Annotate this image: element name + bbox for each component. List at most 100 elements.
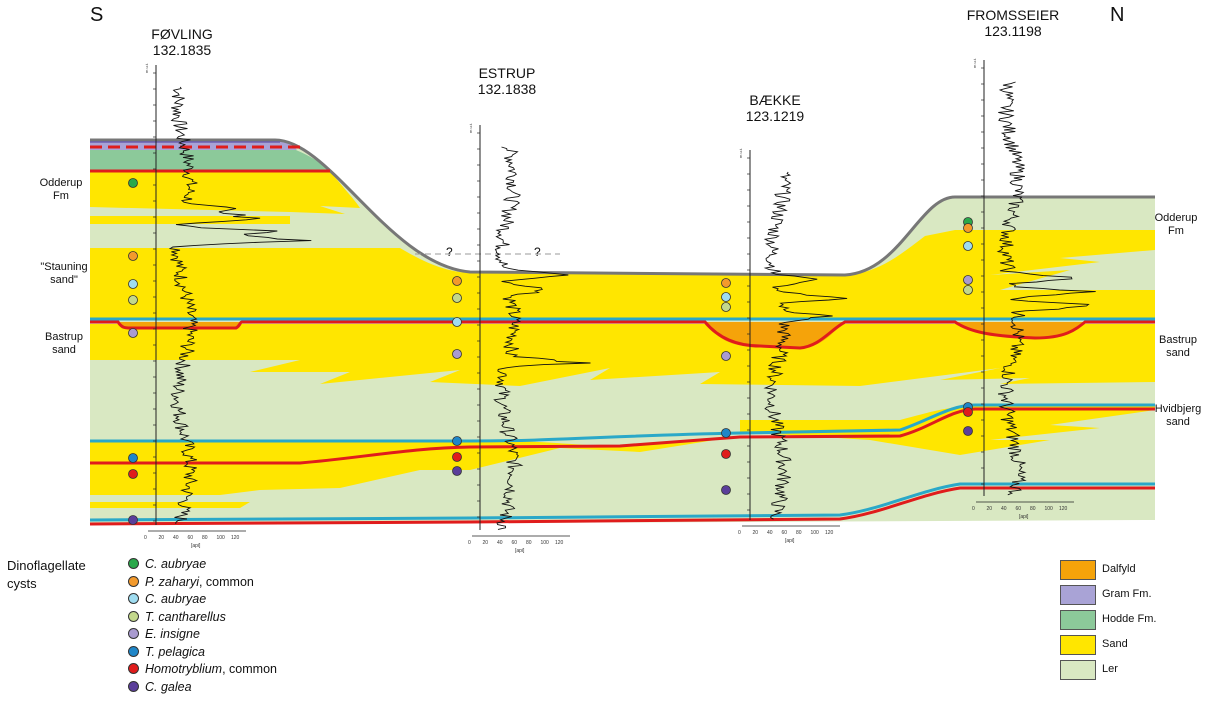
gamma-scale-unit: [api]: [515, 548, 525, 554]
cyst-dot-icon: [128, 680, 139, 692]
lithology-label: Gram Fm.: [1102, 588, 1152, 600]
gamma-scale-tick-label: 40: [767, 530, 773, 536]
gamma-scale-unit: [api]: [785, 538, 795, 544]
well-title-fromsseier: FROMSSEIER 123.1198: [958, 7, 1068, 39]
cyst-marker: [721, 278, 731, 288]
cyst-marker: [452, 349, 462, 359]
lower-sand-wedge: [90, 436, 740, 495]
cyst-label: Homotryblium: [145, 662, 223, 676]
cyst-legend-item: T. pelagica: [128, 644, 205, 661]
label-bastrup-right: Bastrup sand: [1159, 334, 1197, 359]
lithology-label: Ler: [1102, 663, 1118, 675]
cyst-dot-icon: [128, 593, 139, 605]
well-name: BÆKKE: [749, 92, 801, 108]
cyst-legend-item: C. galea: [128, 679, 192, 696]
hvidbjerg-red-line: [90, 407, 1155, 465]
gamma-scale-tick-label: 100: [217, 535, 226, 541]
cyst-marker: [128, 453, 138, 463]
cyst-marker: [128, 469, 138, 479]
hvidbjerg-blue-line: [90, 403, 1155, 443]
cyst-marker: [963, 285, 973, 295]
label-odderup-left: Odderup Fm: [39, 177, 83, 202]
cyst-marker: [452, 276, 462, 286]
gamma-log-curve: [996, 81, 1096, 496]
cyst-label: C. aubryae: [145, 557, 207, 571]
gamma-scale-tick-label: 60: [188, 535, 194, 541]
bastrup-red-line: [90, 320, 1155, 350]
gamma-scale-tick-label: 80: [202, 535, 208, 541]
gamma-scale-tick-label: 100: [811, 530, 820, 536]
label-odderup-right: Odderup Fm: [1154, 212, 1198, 237]
cyst-marker: [721, 428, 731, 438]
well-id: 123.1219: [745, 108, 805, 124]
question-mark-left: ?: [446, 245, 453, 259]
dalfyld-fromsseier: [955, 322, 1085, 338]
gamma-scale-tick-label: 60: [512, 540, 518, 546]
cyst-legend-item: P. zaharyi, common: [128, 574, 254, 591]
cyst-legend-item: C. aubryae: [128, 591, 206, 608]
gamma-scale-tick-label: 80: [1030, 506, 1036, 512]
well-title-estrup: ESTRUP 132.1838: [457, 65, 557, 97]
cyst-marker: [721, 351, 731, 361]
lithology-swatch: [1060, 560, 1096, 580]
direction-north: N: [1110, 4, 1125, 26]
cyst-marker: [452, 436, 462, 446]
label-bastrup-left: Bastrup sand: [45, 331, 83, 356]
cyst-marker: [963, 426, 973, 436]
cyst-legend-item: C. aubryae: [128, 556, 206, 573]
gamma-log-curve: [168, 86, 312, 524]
gamma-scale-tick-label: 60: [1016, 506, 1022, 512]
well-title-fovling: FØVLING 132.1835: [132, 26, 232, 58]
gamma-scale-tick-label: 100: [1045, 506, 1054, 512]
main-sand-body: [90, 230, 1155, 320]
gamma-scale-tick-label: 40: [497, 540, 503, 546]
gamma-scale-tick-label: 120: [231, 535, 240, 541]
sand-band-fovling-a: [90, 216, 290, 224]
cyst-marker: [452, 317, 462, 327]
cyst-label: E. insigne: [145, 627, 200, 641]
dalfyld-baekke: [705, 322, 845, 348]
cyst-marker: [963, 407, 973, 417]
cyst-marker: [452, 452, 462, 462]
cyst-label: T. cantharellus: [145, 609, 226, 624]
gamma-log-curve: [763, 171, 848, 520]
cyst-marker: [721, 292, 731, 302]
gamma-scale-unit: [api]: [1019, 514, 1029, 520]
basal-red-line: [89, 486, 1155, 526]
gamma-scale-tick-label: 120: [555, 540, 564, 546]
cyst-marker: [721, 302, 731, 312]
cyst-marker: [128, 251, 138, 261]
cyst-label: C. aubryae: [145, 592, 207, 606]
depth-unit-label: m u.t.: [468, 123, 473, 133]
cyst-marker: [128, 178, 138, 188]
well-name: ESTRUP: [478, 65, 536, 81]
gamma-scale-unit: [api]: [191, 543, 201, 549]
cyst-markers: [128, 178, 973, 525]
gamma-scale-tick-label: 0: [738, 530, 741, 536]
hvidbjerg-sand: [740, 406, 1155, 455]
label-hvidbjerg: Hvidbjerg sand: [1154, 403, 1202, 428]
label-stauning: "Stauning sand": [40, 261, 88, 286]
lithology-label: Hodde Fm.: [1102, 613, 1157, 625]
direction-south: S: [90, 4, 104, 26]
cyst-dot-icon: [128, 645, 139, 657]
hodde-fill: [90, 150, 330, 170]
well-name: FØVLING: [151, 26, 213, 42]
cyst-label: P. zaharyi: [145, 574, 199, 589]
cyst-marker: [128, 328, 138, 338]
gamma-scale-tick-label: 40: [173, 535, 179, 541]
question-mark-right: ?: [534, 245, 541, 259]
cyst-dot-icon: [128, 663, 139, 675]
lithology-swatch: [1060, 585, 1096, 605]
cyst-marker: [721, 485, 731, 495]
well-id: 123.1198: [984, 23, 1042, 39]
gamma-scale-tick-label: 0: [972, 506, 975, 512]
well-title-baekke: BÆKKE 123.1219: [725, 92, 825, 124]
lithology-swatch: [1060, 610, 1096, 630]
lithology-label: Sand: [1102, 638, 1128, 650]
depth-unit-label: m u.t.: [738, 148, 743, 158]
gamma-scale-tick-label: 20: [987, 506, 993, 512]
gamma-scale-tick-label: 40: [1001, 506, 1007, 512]
gamma-scale-tick-label: 0: [468, 540, 471, 546]
gamma-scale-tick-label: 120: [825, 530, 834, 536]
